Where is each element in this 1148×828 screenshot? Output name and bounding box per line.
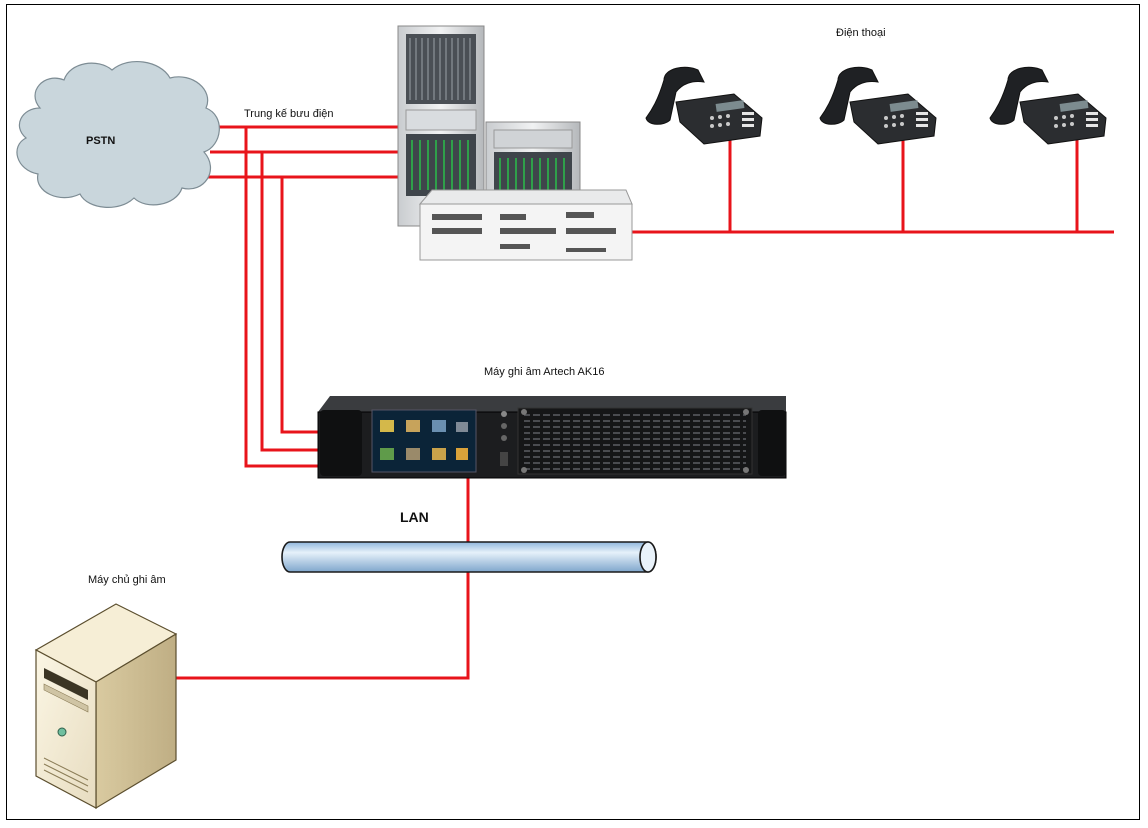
trunk-label: Trung kế bưu điện <box>244 108 334 120</box>
pbx-cabinet-icon <box>397 25 633 261</box>
pstn-cloud-icon <box>16 61 220 208</box>
phones-label: Điện thoại <box>836 27 886 39</box>
connection-lines <box>176 125 1114 680</box>
diagram-frame <box>6 4 1140 820</box>
recorder-feed-3 <box>280 177 320 434</box>
tower-server-icon <box>34 603 178 810</box>
pstn-label: PSTN <box>86 135 116 147</box>
desk-phone-icon <box>989 66 1107 145</box>
server-label: Máy chủ ghi âm <box>88 574 166 586</box>
recorder-feed-1 <box>244 127 320 468</box>
desk-phone-icon <box>645 66 763 145</box>
lan-pipe-icon <box>281 541 657 573</box>
lan-label: LAN <box>400 509 429 525</box>
lan-server-link <box>176 572 470 680</box>
recorder-feed-2 <box>260 152 320 452</box>
desk-phone-icon <box>819 66 937 145</box>
recorder-label: Máy ghi âm Artech AK16 <box>484 366 605 378</box>
rack-recorder-icon <box>317 396 787 479</box>
